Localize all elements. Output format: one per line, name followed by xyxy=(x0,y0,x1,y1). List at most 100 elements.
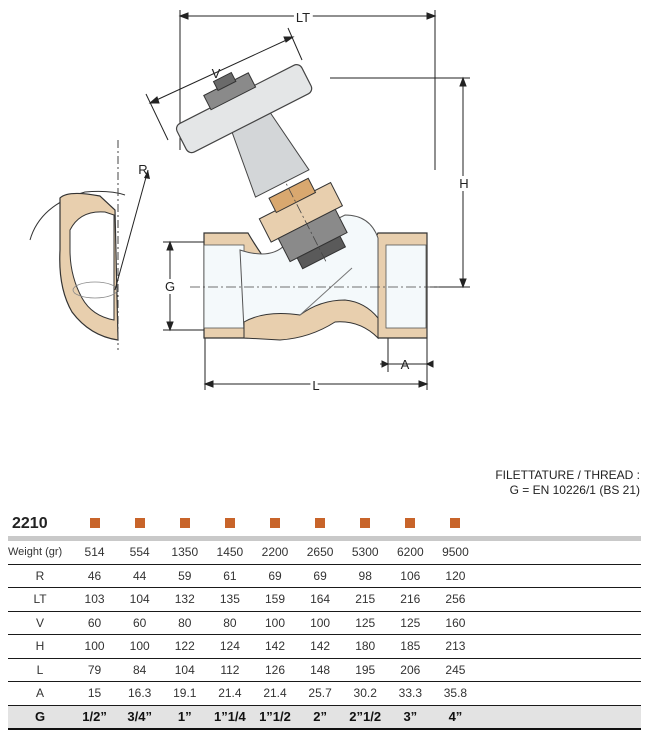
table-cell: 30.2 xyxy=(342,681,388,706)
table-cell: 1450 xyxy=(207,541,253,565)
table-cell: 256 xyxy=(432,587,478,612)
product-code: 2210 xyxy=(12,515,48,532)
table-cell: 21.4 xyxy=(207,681,253,706)
label-h: H xyxy=(459,176,468,191)
table-cell: 215 xyxy=(342,587,388,612)
table-cell: 84 xyxy=(117,658,163,682)
size-marker xyxy=(433,512,478,536)
table-cell: 1”1/2 xyxy=(252,705,298,730)
label-a: A xyxy=(401,357,410,372)
table-cell: 5300 xyxy=(342,541,388,565)
table-cell: 69 xyxy=(297,564,343,588)
table-cell: 16.3 xyxy=(117,681,163,706)
table-cell: 216 xyxy=(387,587,433,612)
table-cell: 98 xyxy=(342,564,388,588)
dimension-l xyxy=(203,335,429,390)
table-cell: 124 xyxy=(207,634,253,659)
valve-handwheel xyxy=(175,64,313,198)
table-cell: 126 xyxy=(252,658,298,682)
dimension-v xyxy=(145,27,303,141)
thread-note: FILETTATURE / THREAD : G = EN 10226/1 (B… xyxy=(495,468,640,498)
size-marker xyxy=(72,512,117,536)
table-cell: 125 xyxy=(387,611,433,635)
label-g: G xyxy=(165,279,175,294)
table-cell: 1” xyxy=(162,705,208,730)
label-l: L xyxy=(312,378,319,393)
table-cell: 1”1/4 xyxy=(207,705,253,730)
row-label: LT xyxy=(8,587,72,612)
dimension-h xyxy=(330,76,470,289)
table-cell: 19.1 xyxy=(162,681,208,706)
table-cell: 104 xyxy=(117,587,163,612)
table-cell: 213 xyxy=(432,634,478,659)
table-cell: 33.3 xyxy=(387,681,433,706)
table-cell: 1350 xyxy=(162,541,208,565)
table-cell: 2”1/2 xyxy=(342,705,388,730)
table-cell: 80 xyxy=(207,611,253,635)
table-cell: 135 xyxy=(207,587,253,612)
table-cell: 3” xyxy=(387,705,433,730)
table-cell: 69 xyxy=(252,564,298,588)
table-cell: 9500 xyxy=(432,541,478,565)
table-cell: 554 xyxy=(117,541,163,565)
table-cell: 195 xyxy=(342,658,388,682)
thread-note-title: FILETTATURE / THREAD : xyxy=(495,468,640,482)
label-r: R xyxy=(138,162,147,177)
valve-technical-drawing: LT V H G L A xyxy=(29,10,470,393)
size-marker xyxy=(207,512,252,536)
table-cell: 1/2” xyxy=(72,705,118,730)
size-marker xyxy=(162,512,207,536)
dimension-g xyxy=(163,240,205,332)
table-cell: 59 xyxy=(162,564,208,588)
dimension-a xyxy=(380,335,434,372)
table-cell: 160 xyxy=(432,611,478,635)
table-cell: 100 xyxy=(117,634,163,659)
table-cell: 35.8 xyxy=(432,681,478,706)
table-cell: 106 xyxy=(387,564,433,588)
label-lt: LT xyxy=(296,10,310,25)
table-cell: 159 xyxy=(252,587,298,612)
table-cell: 142 xyxy=(297,634,343,659)
table-cell: 21.4 xyxy=(252,681,298,706)
size-marker xyxy=(343,512,388,536)
table-cell: 46 xyxy=(72,564,118,588)
table-cell: 2” xyxy=(297,705,343,730)
table-cell: 2650 xyxy=(297,541,343,565)
table-header-row: 2210 xyxy=(8,512,641,536)
table-cell: 25.7 xyxy=(297,681,343,706)
table-cell: 2200 xyxy=(252,541,298,565)
table-cell: 60 xyxy=(72,611,118,635)
table-cell: 112 xyxy=(207,658,253,682)
row-label: H xyxy=(8,634,72,659)
label-v: V xyxy=(212,66,221,81)
table-cell: 4” xyxy=(432,705,478,730)
table-cell: 164 xyxy=(297,587,343,612)
table-cell: 148 xyxy=(297,658,343,682)
table-cell: 125 xyxy=(342,611,388,635)
size-marker xyxy=(388,512,433,536)
row-label: A xyxy=(8,681,72,706)
table-cell: 104 xyxy=(162,658,208,682)
table-cell: 120 xyxy=(432,564,478,588)
table-cell: 206 xyxy=(387,658,433,682)
radius-detail xyxy=(29,140,150,350)
table-cell: 6200 xyxy=(387,541,433,565)
table-cell: 103 xyxy=(72,587,118,612)
table-cell: 245 xyxy=(432,658,478,682)
table-cell: 79 xyxy=(72,658,118,682)
table-cell: 100 xyxy=(252,611,298,635)
table-cell: 80 xyxy=(162,611,208,635)
table-cell: 61 xyxy=(207,564,253,588)
table-cell: 180 xyxy=(342,634,388,659)
thread-note-standard: G = EN 10226/1 (BS 21) xyxy=(509,483,640,497)
table-cell: 142 xyxy=(252,634,298,659)
table-cell: 100 xyxy=(72,634,118,659)
